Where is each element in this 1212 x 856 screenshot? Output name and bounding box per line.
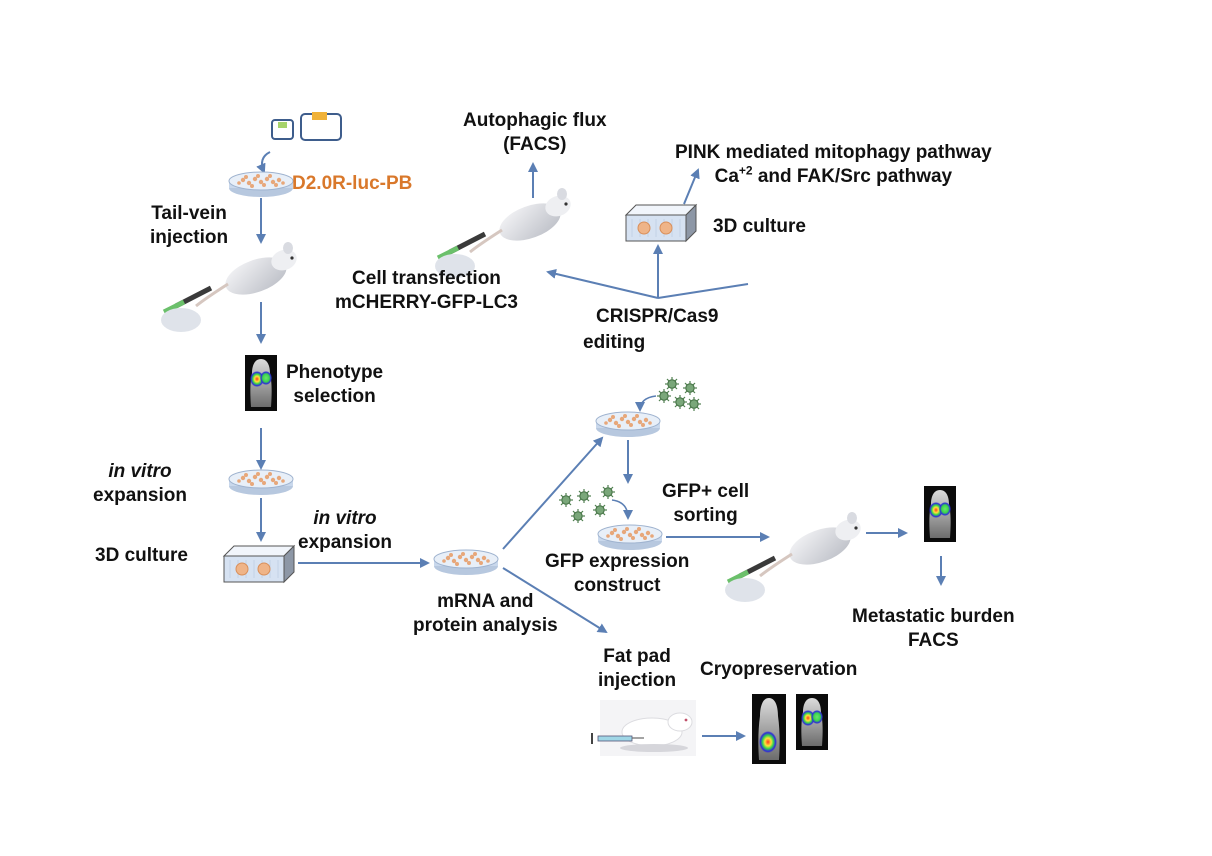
plasmid-icon bbox=[271, 112, 342, 141]
culture-block-icon bbox=[625, 204, 697, 242]
arrow-virus-to-gfp-dish bbox=[611, 499, 633, 520]
mouse-injection-icon bbox=[161, 242, 300, 332]
cryopreservation-label: Cryopreservation bbox=[700, 659, 858, 680]
center-branch-arrows bbox=[502, 436, 608, 634]
culture-block-icon bbox=[223, 545, 295, 583]
mouse-injection-icon bbox=[435, 188, 574, 278]
crispr-label-2: editing bbox=[583, 332, 646, 353]
virus-particle-icon bbox=[558, 484, 616, 524]
petri-dish-icon bbox=[433, 549, 499, 576]
bioluminescence-image-icon bbox=[924, 486, 956, 542]
bioluminescence-image-icon bbox=[752, 694, 828, 764]
construct-label: D2.0R-luc-PB bbox=[292, 173, 413, 194]
petri-dish-icon bbox=[595, 411, 661, 438]
arrow-virus-to-dish bbox=[635, 395, 657, 412]
petri-dish-icon bbox=[228, 469, 294, 496]
pathway-label: PINK mediated mitophagy pathway Ca+2 and… bbox=[675, 142, 992, 187]
left-column-arrows bbox=[256, 198, 430, 568]
crispr-label-1: CRISPR/Cas9 bbox=[596, 306, 719, 327]
crispr-branch-arrows bbox=[528, 162, 749, 299]
arrow-plasmid-to-dish bbox=[256, 151, 271, 174]
petri-dish-icon bbox=[228, 171, 294, 198]
bioluminescence-image-icon bbox=[245, 355, 277, 411]
3d-culture-label-left: 3D culture bbox=[95, 545, 188, 566]
petri-dish-icon bbox=[597, 524, 663, 551]
autophagic-flux-label: Autophagic flux(FACS) bbox=[463, 110, 607, 155]
virus-particle-icon bbox=[656, 376, 702, 412]
syringe-mouse-photo-icon bbox=[591, 700, 696, 756]
3d-culture-label-top: 3D culture bbox=[713, 216, 806, 237]
